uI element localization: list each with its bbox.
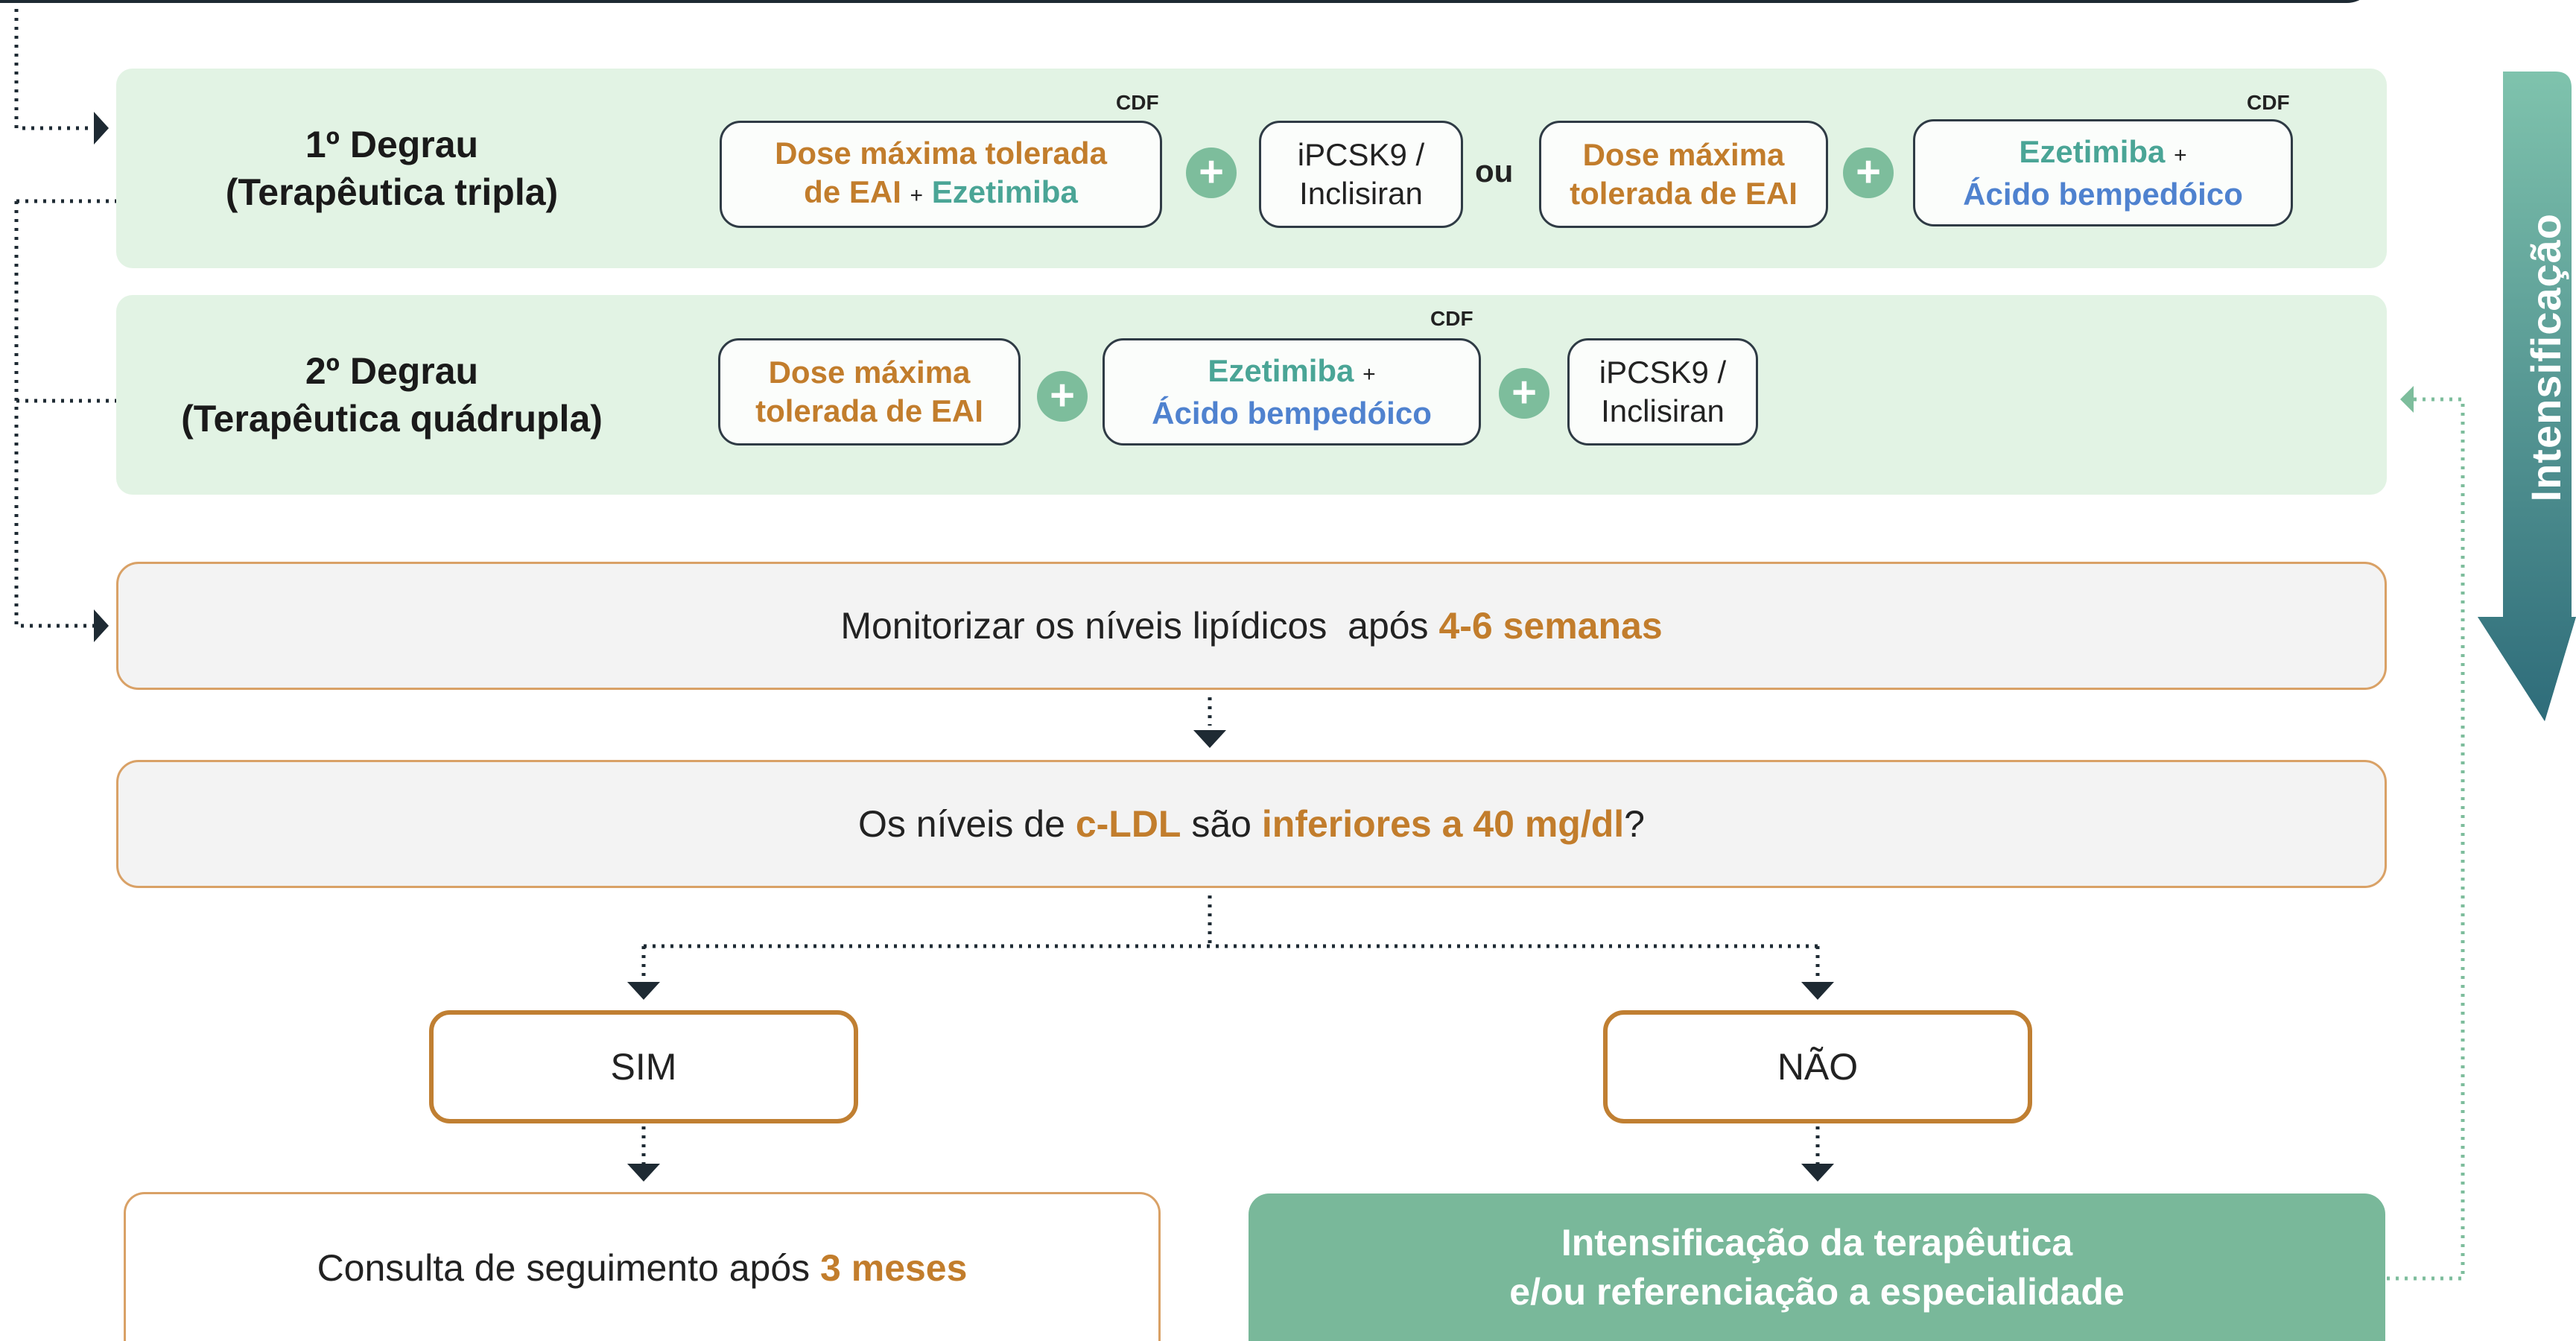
result-yes-text: Consulta de seguimento após (317, 1246, 821, 1289)
question-cldl: c-LDL (1075, 803, 1181, 845)
step1-pill4-ezetimiba: Ezetimiba (2019, 133, 2166, 169)
step2-pill1-line1: Dose máxima (768, 355, 971, 390)
plus-icon: + (1037, 371, 1088, 422)
step1-pill2-line2: Inclisiran (1299, 176, 1423, 211)
answer-yes-box: SIM (429, 1010, 858, 1123)
result-no-box: Intensificação da terapêutica e/ou refer… (1249, 1193, 2385, 1341)
feedback-arrowhead (2400, 386, 2414, 413)
result-no-line1: Intensificação da terapêutica (1561, 1222, 2073, 1264)
monitor-text: Monitorizar os níveis lipídicos após (840, 605, 1439, 647)
step2-pill2-ezetimiba: Ezetimiba (1208, 352, 1354, 388)
arrow-to-yes (627, 982, 660, 1000)
or-label: ou (1475, 153, 1514, 188)
step1-option-ipcsk9: iPCSK9 / Inclisiran (1259, 121, 1463, 228)
arrow-to-result-no (1801, 1164, 1834, 1182)
step2-option-dose: Dose máxima tolerada de EAI (718, 338, 1021, 446)
step2-pill3-line1: iPCSK9 / (1599, 355, 1727, 390)
step1-title: 1º Degrau (Terapêutica tripla) (116, 69, 667, 268)
intensification-label: Intensificação (2519, 89, 2572, 626)
step1-pill1-plus: + (910, 183, 924, 208)
step1-option-dose: Dose máxima tolerada de EAI (1539, 121, 1828, 228)
step2-option-ipcsk9: iPCSK9 / Inclisiran (1567, 338, 1758, 446)
step1-pill1-ezetimiba: Ezetimiba (931, 174, 1078, 209)
step1-title-line1: 1º Degrau (305, 124, 479, 165)
monitor-box: Monitorizar os níveis lipídicos após 4-6… (116, 562, 2387, 690)
step1-pill3-line1: Dose máxima (1582, 137, 1785, 172)
step2-option-ezetimiba-acido: Ezetimiba + Ácido bempedóico (1103, 338, 1481, 446)
question-threshold: inferiores a 40 mg/dl (1261, 803, 1625, 845)
arrow-to-step1 (94, 112, 109, 145)
step1-pill1-eai: de EAI (804, 174, 901, 209)
step2-title-line2: (Terapêutica quádrupla) (181, 398, 603, 440)
arrow-to-question (1193, 730, 1226, 748)
plus-icon: + (1843, 148, 1894, 198)
step1-pill3-line2: tolerada de EAI (1570, 176, 1798, 211)
result-no-line2: e/ou referenciação a especialidade (1509, 1271, 2125, 1313)
step1-title-line2: (Terapêutica tripla) (225, 171, 559, 213)
arrow-to-monitor (94, 609, 109, 642)
step2-pill1-line2: tolerada de EAI (755, 393, 983, 428)
step2-pill3-line2: Inclisiran (1601, 393, 1725, 428)
intensification-arrow (2478, 72, 2576, 721)
monitor-highlight: 4-6 semanas (1438, 605, 1663, 647)
step1-pill2-line1: iPCSK9 / (1297, 137, 1425, 172)
step2-title-line1: 2º Degrau (305, 350, 479, 392)
step1-pill1-line1: Dose máxima tolerada (775, 135, 1107, 171)
step1-pill4-plus: + (2174, 142, 2187, 168)
top-header-bar (0, 0, 2376, 3)
step2-cdf-label: CDF (1430, 307, 1473, 330)
step1-cdf-label-b: CDF (2247, 91, 2290, 114)
plus-icon: + (1499, 368, 1549, 419)
arrow-to-result-yes (627, 1164, 660, 1182)
arrow-to-no (1801, 982, 1834, 1000)
step1-pill4-acido: Ácido bempedóico (1963, 176, 2243, 212)
plus-icon: + (1186, 148, 1237, 198)
question-box: Os níveis de c-LDL são inferiores a 40 m… (116, 760, 2387, 888)
question-text-a: Os níveis de (858, 803, 1076, 845)
step1-cdf-label-a: CDF (1116, 91, 1159, 114)
question-mark: ? (1624, 803, 1645, 845)
step2-pill2-plus: + (1362, 361, 1376, 387)
answer-no-box: NÃO (1603, 1010, 2032, 1123)
result-yes-box: Consulta de seguimento após 3 meses (124, 1192, 1161, 1341)
question-text-b: são (1181, 803, 1262, 845)
step2-title: 2º Degrau (Terapêutica quádrupla) (116, 295, 667, 495)
step1-option-dose-ezetimiba: Dose máxima tolerada de EAI + Ezetimiba (720, 121, 1162, 228)
step1-option-ezetimiba-acido: Ezetimiba + Ácido bempedóico (1913, 119, 2293, 226)
step2-pill2-acido: Ácido bempedóico (1152, 395, 1432, 431)
result-yes-highlight: 3 meses (820, 1246, 968, 1289)
intensification-label-text: Intensificação (2522, 213, 2569, 502)
